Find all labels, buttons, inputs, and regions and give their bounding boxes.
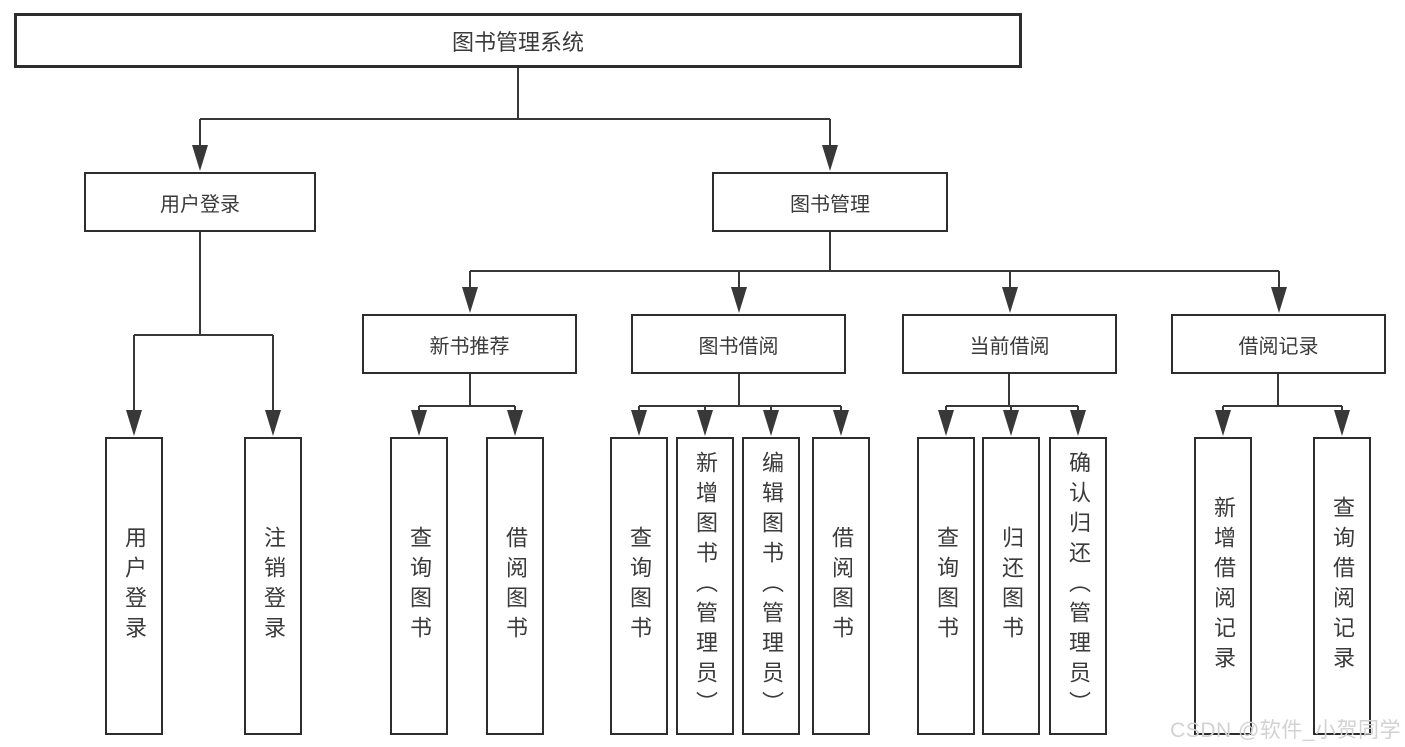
node-leaf-add-borrow-record: 新增借阅记录 bbox=[1194, 437, 1252, 735]
node-new-book-recommend: 新书推荐 bbox=[362, 314, 577, 374]
node-book-management: 图书管理 bbox=[712, 172, 948, 232]
node-label: 新增图书（管理员） bbox=[693, 451, 718, 721]
node-user-login: 用户登录 bbox=[84, 172, 316, 232]
node-label: 注销登录 bbox=[261, 526, 286, 646]
node-leaf-query-books-borrow: 查询图书 bbox=[610, 437, 668, 735]
node-label: 查询图书 bbox=[407, 526, 432, 646]
node-leaf-borrow-books: 借阅图书 bbox=[812, 437, 870, 735]
node-leaf-borrow-books-recommend: 借阅图书 bbox=[486, 437, 544, 735]
node-leaf-edit-books-admin: 编辑图书（管理员） bbox=[742, 437, 800, 735]
node-root: 图书管理系统 bbox=[14, 13, 1022, 68]
node-label: 借阅图书 bbox=[829, 526, 854, 646]
node-label: 新增借阅记录 bbox=[1211, 496, 1236, 676]
node-label: 查询借阅记录 bbox=[1330, 496, 1355, 676]
node-leaf-query-borrow-record: 查询借阅记录 bbox=[1313, 437, 1371, 735]
node-label: 查询图书 bbox=[627, 526, 652, 646]
node-label: 确认归还（管理员） bbox=[1066, 451, 1091, 721]
node-leaf-add-books-admin: 新增图书（管理员） bbox=[676, 437, 734, 735]
node-leaf-query-books-current: 查询图书 bbox=[917, 437, 975, 735]
node-borrow-records: 借阅记录 bbox=[1171, 314, 1386, 374]
node-leaf-user-login: 用户登录 bbox=[105, 437, 163, 735]
node-leaf-return-books: 归还图书 bbox=[982, 437, 1040, 735]
csdn-watermark: CSDN @软件_小贺同学 bbox=[1170, 719, 1401, 742]
node-label: 借阅图书 bbox=[503, 526, 528, 646]
node-book-borrow: 图书借阅 bbox=[631, 314, 846, 374]
node-leaf-confirm-return-admin: 确认归还（管理员） bbox=[1049, 437, 1107, 735]
node-label: 用户登录 bbox=[122, 526, 147, 646]
node-leaf-logout: 注销登录 bbox=[244, 437, 302, 735]
node-label: 编辑图书（管理员） bbox=[759, 451, 784, 721]
node-leaf-query-books-recommend: 查询图书 bbox=[390, 437, 448, 735]
node-current-borrow: 当前借阅 bbox=[902, 314, 1117, 374]
node-label: 查询图书 bbox=[934, 526, 959, 646]
node-label: 归还图书 bbox=[999, 526, 1024, 646]
